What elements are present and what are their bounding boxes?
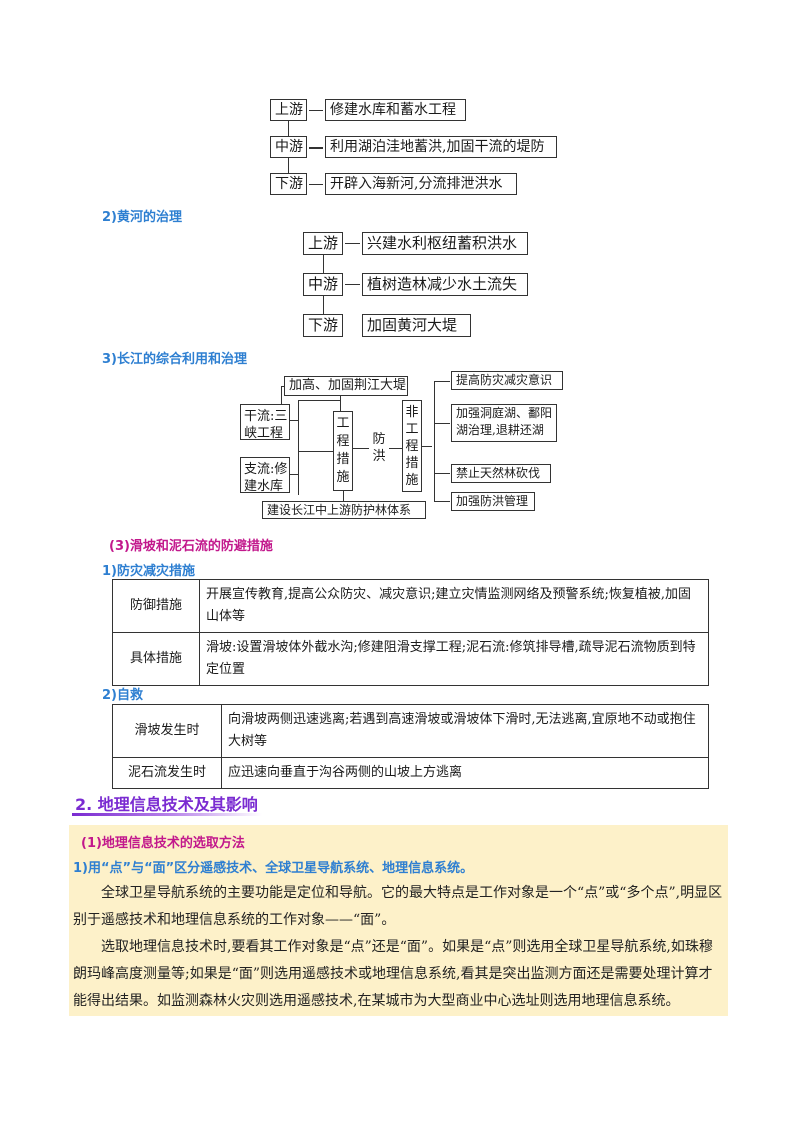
prevention-table: 防御措施 开展宣传教育,提高公众防灾、减灾意识;建立灾情监测网络及预警系统;恢复… — [112, 579, 709, 686]
table-cell-label: 滑坡发生时 — [112, 704, 222, 758]
yr-upper-label: 上游 — [303, 232, 343, 255]
yr-lower-label: 下游 — [303, 314, 343, 337]
yz-r2-box: 加强洞庭湖、鄱阳湖治理,退耕还湖 — [451, 404, 557, 442]
yz-tributary-box: 支流:修建水库 — [240, 457, 290, 494]
yz-nonengineering-box: 非工程措施 — [402, 400, 422, 492]
upper-reach-measure: 修建水库和蓄水工程 — [325, 99, 466, 121]
section3-heading: (3)滑坡和泥石流的防避措施 — [109, 539, 273, 554]
middle-reach-label: 中游 — [270, 136, 307, 158]
yellow-river-heading: 2)黄河的治理 — [102, 210, 182, 225]
yz-engineering-box: 工程措施 — [333, 411, 353, 491]
table-cell-text: 应迅速向垂直于沟谷两侧的山坡上方逃离 — [221, 757, 709, 789]
box-paragraph-1: 全球卫星导航系统的主要功能是定位和导航。它的最大特点是工作对象是一个“点”或“多… — [73, 885, 723, 928]
yz-flood-label: 防洪 — [369, 428, 389, 468]
yz-mainstream-box: 干流:三峡工程 — [240, 404, 290, 441]
table-cell-label: 具体措施 — [112, 632, 200, 686]
self-rescue-table: 滑坡发生时 向滑坡两侧迅速逃离;若遇到高速滑坡或滑坡体下滑时,无法逃离,宜原地不… — [112, 704, 709, 789]
self-rescue-heading: 2)自救 — [102, 688, 143, 703]
middle-reach-measure: 利用湖泊洼地蓄洪,加固干流的堤防 — [325, 136, 557, 158]
box-subheading: 1)用“点”与“面”区分遥感技术、全球卫星导航系统、地理信息系统。 — [73, 861, 474, 876]
table-cell-text: 开展宣传教育,提高公众防灾、减灾意识;建立灾情监测网络及预警系统;恢复植被,加固… — [199, 579, 709, 633]
yz-bottom-box: 建设长江中上游防护林体系 — [262, 501, 426, 519]
upper-reach-label: 上游 — [270, 99, 307, 121]
yz-r1-box: 提高防灾减灾意识 — [451, 371, 563, 390]
table-row: 防御措施 开展宣传教育,提高公众防灾、减灾意识;建立灾情监测网络及预警系统;恢复… — [112, 579, 709, 633]
box-paragraph-2: 选取地理信息技术时,要看其工作对象是“点”还是“面”。如果是“点”则选用全球卫星… — [73, 939, 713, 1009]
yr-lower-measure: 加固黄河大堤 — [362, 314, 471, 337]
highlight-box: (1)地理信息技术的选取方法 1)用“点”与“面”区分遥感技术、全球卫星导航系统… — [69, 825, 728, 1016]
yr-middle-label: 中游 — [303, 273, 343, 296]
table-row: 具体措施 滑坡:设置滑坡体外截水沟;修建阻滑支撑工程;泥石流:修筑排导槽,疏导泥… — [112, 632, 709, 686]
yz-r4-box: 加强防洪管理 — [451, 492, 535, 511]
yz-r3-box: 禁止天然林砍伐 — [451, 464, 551, 483]
lower-reach-measure: 开辟入海新河,分流排泄洪水 — [325, 173, 517, 195]
table-cell-label: 防御措施 — [112, 579, 200, 633]
disaster-prevention-heading: 1)防灾减灾措施 — [102, 564, 195, 579]
table-row: 滑坡发生时 向滑坡两侧迅速逃离;若遇到高速滑坡或滑坡体下滑时,无法逃离,宜原地不… — [112, 704, 709, 758]
yangtze-heading: 3)长江的综合利用和治理 — [102, 352, 247, 367]
main-section-heading: 2. 地理信息技术及其影响 — [75, 795, 258, 814]
yr-middle-measure: 植树造林减少水土流失 — [362, 273, 528, 296]
table-row: 泥石流发生时 应迅速向垂直于沟谷两侧的山坡上方逃离 — [112, 757, 709, 789]
box-heading: (1)地理信息技术的选取方法 — [81, 836, 245, 851]
yz-top-box: 加高、加固荆江大堤 — [284, 376, 408, 396]
heading-underline — [72, 813, 262, 816]
table-cell-text: 滑坡:设置滑坡体外截水沟;修建阻滑支撑工程;泥石流:修筑排导槽,疏导泥石流物质到… — [199, 632, 709, 686]
lower-reach-label: 下游 — [270, 173, 307, 195]
table-cell-text: 向滑坡两侧迅速逃离;若遇到高速滑坡或滑坡体下滑时,无法逃离,宜原地不动或抱住大树… — [221, 704, 709, 758]
table-cell-label: 泥石流发生时 — [112, 757, 222, 789]
yr-upper-measure: 兴建水利枢纽蓄积洪水 — [362, 232, 528, 255]
